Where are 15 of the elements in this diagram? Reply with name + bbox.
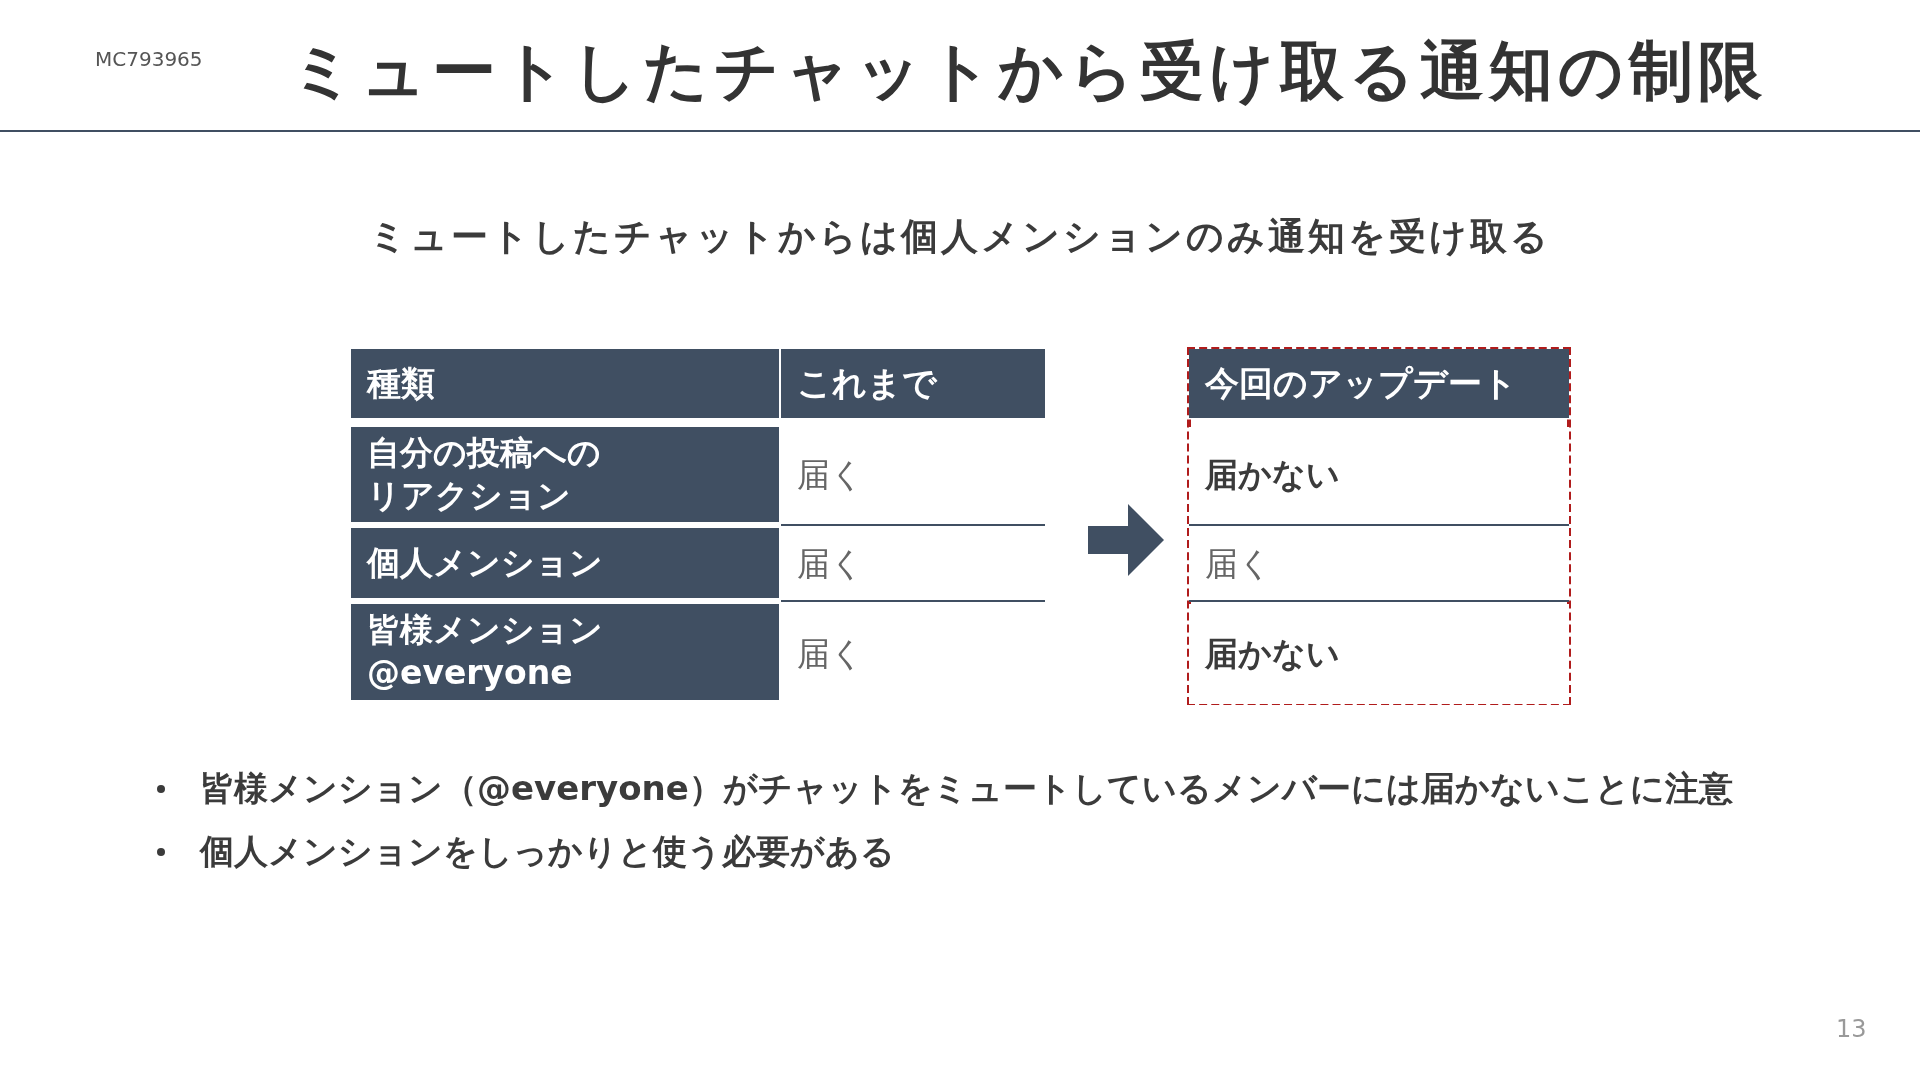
bullet-item: 皆様メンション（@everyone）がチャットをミュートしているメンバーには届かないことに注意 — [155, 766, 1733, 812]
subtitle: ミュートしたチャットからは個人メンションのみ通知を受け取る — [368, 214, 1552, 260]
bullet-item: 個人メンションをしっかりと使う必要がある — [155, 829, 895, 875]
row-header: 個人メンション — [351, 528, 779, 598]
page-number: 13 — [1836, 1015, 1867, 1043]
document-id: MC793965 — [95, 47, 203, 71]
row-header: 皆様メンション @everyone — [351, 604, 779, 700]
table-cell: 届く — [1189, 528, 1569, 602]
table-cell: 届かない — [1189, 427, 1569, 526]
column-header: 今回のアップデート — [1189, 349, 1569, 418]
column-header: これまで — [781, 349, 1045, 418]
column-header: 種類 — [351, 349, 779, 418]
slide-title: ミュートしたチャットから受け取る通知の制限 — [290, 33, 1767, 110]
table-cell: 届かない — [1189, 604, 1569, 704]
row-header: 自分の投稿へのリアクション — [351, 427, 779, 522]
